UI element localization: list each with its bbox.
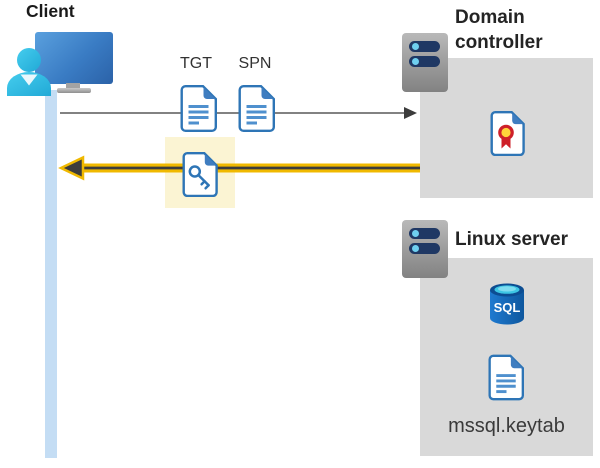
tgt-label: TGT xyxy=(180,55,212,72)
linux-server-label: Linux server xyxy=(455,229,568,250)
linux-server-icon xyxy=(402,220,448,278)
spn-label: SPN xyxy=(238,55,272,72)
monitor-base xyxy=(57,88,91,93)
keytab-document-icon xyxy=(488,354,524,401)
domain-controller-label: Domain controller xyxy=(455,7,543,53)
monitor-stand xyxy=(66,83,80,89)
tgt-document-icon xyxy=(180,85,217,132)
client-label: Client xyxy=(26,1,75,21)
keytab-filename-label: mssql.keytab xyxy=(448,415,565,437)
arrow-left-highlight-icon xyxy=(58,155,420,181)
monitor-icon xyxy=(35,32,113,84)
arrow-right-icon xyxy=(60,107,417,119)
domain-controller-server-icon xyxy=(402,33,448,92)
client-lifeline-bar xyxy=(45,90,57,458)
key-document-icon xyxy=(182,152,218,197)
user-icon xyxy=(7,48,51,96)
spn-document-icon xyxy=(238,85,275,132)
sql-text: SQL xyxy=(494,300,521,315)
sql-database-icon: SQL xyxy=(490,283,524,325)
certificate-icon xyxy=(490,111,525,156)
